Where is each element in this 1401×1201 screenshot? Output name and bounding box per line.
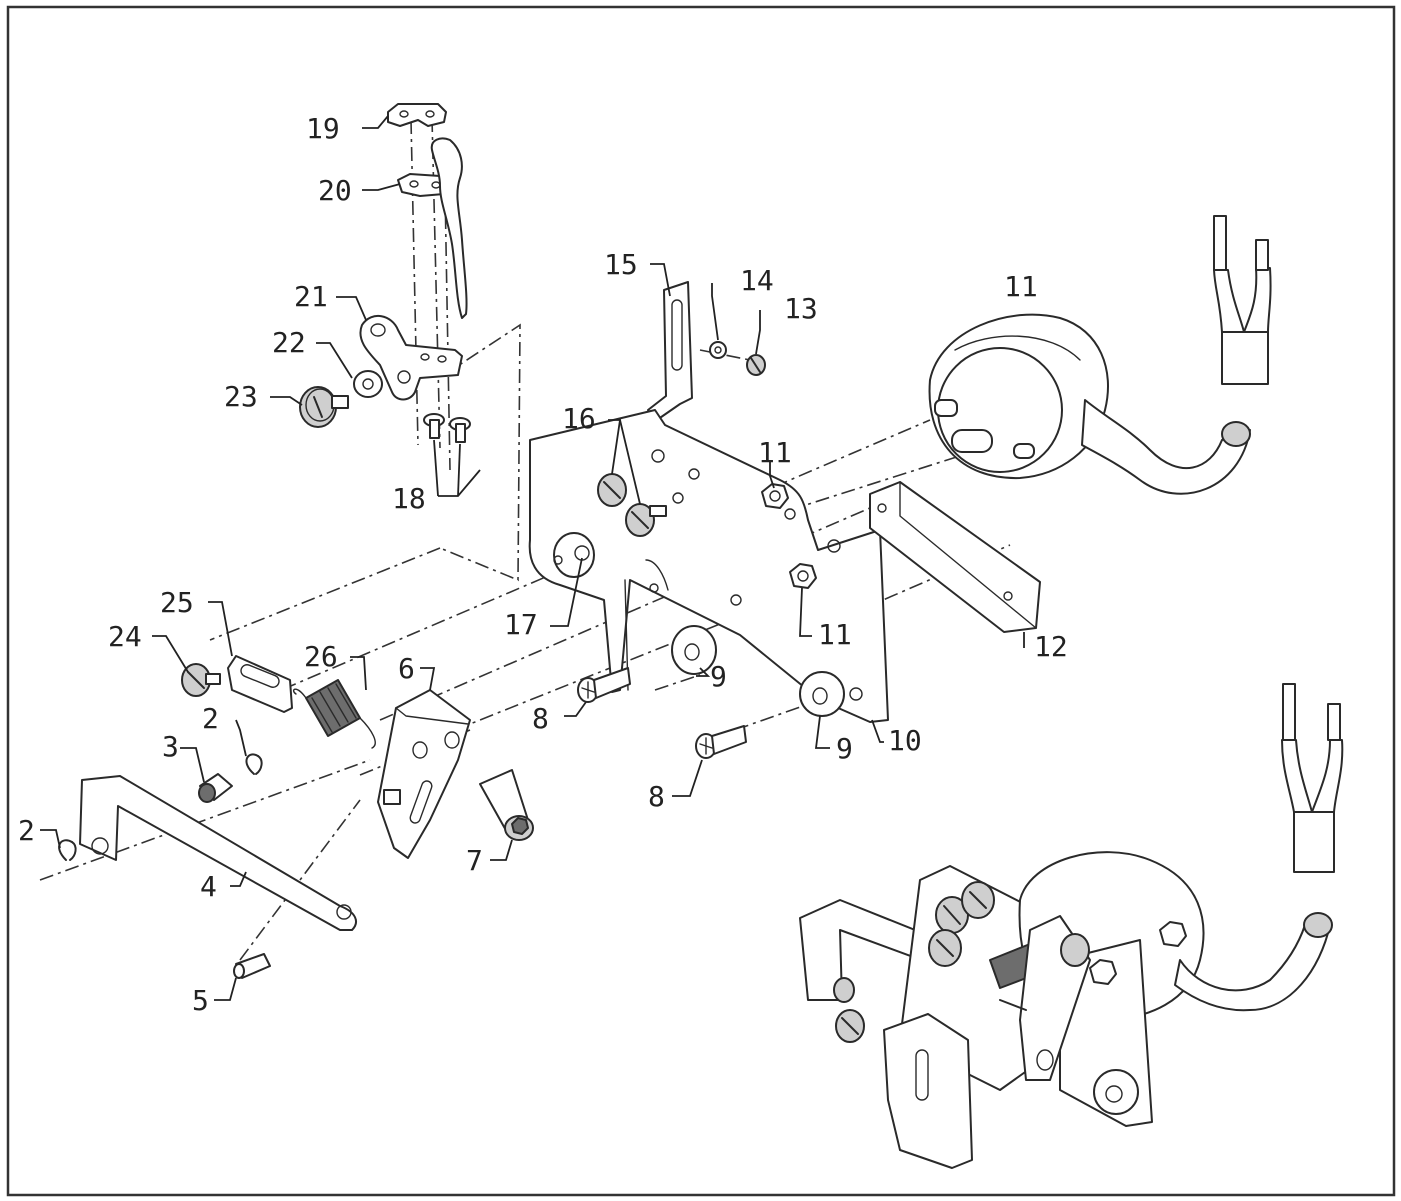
callout-13: 13: [784, 292, 818, 325]
callout-18: 18: [392, 482, 426, 515]
part-9-spacer-upper: [671, 625, 717, 675]
part-3-pin: [198, 773, 233, 803]
part-2-clip-upper: [245, 753, 263, 775]
part-9-spacer-lower: [799, 671, 845, 717]
callout-2-lower: 2: [18, 814, 35, 847]
part-11-nut-lower: [789, 563, 817, 589]
callout-7: 7: [466, 844, 483, 877]
part-11-motor: [928, 313, 1251, 495]
part-22-washer: [353, 370, 383, 398]
part-19-washer-plate: [387, 103, 447, 127]
callout-14: 14: [740, 264, 774, 297]
part-5-pin: [233, 953, 271, 979]
callout-11-nut-upper: 11: [758, 436, 792, 469]
part-11-nut-upper: [761, 483, 789, 509]
callout-26: 26: [304, 640, 338, 673]
part-12-bar: [869, 481, 1041, 633]
callout-8-upper: 8: [532, 702, 549, 735]
leader-lines: [40, 115, 1025, 1001]
callout-19: 19: [306, 112, 340, 145]
part-4-link: [79, 775, 357, 931]
part-23-knob: [299, 386, 349, 428]
callout-17: 17: [504, 608, 538, 641]
part-25-slider: [227, 655, 293, 713]
part-21-bracket: [359, 315, 463, 401]
part-7-bushing: [479, 769, 534, 841]
assembled-view: [799, 851, 1333, 1169]
part-26-spring: [292, 679, 376, 749]
part-24-screw: [181, 663, 221, 697]
part-17-washer: [553, 532, 595, 578]
part-13-screw: [746, 354, 766, 376]
callout-5: 5: [192, 984, 209, 1017]
cable-end-lower: [1281, 683, 1344, 873]
callout-22: 22: [272, 326, 306, 359]
part-14-washer: [709, 341, 727, 359]
callout-9-lower: 9: [836, 732, 853, 765]
callout-6: 6: [398, 652, 415, 685]
cable-end-upper: [1213, 215, 1272, 385]
part-8-screw-lower: [695, 725, 747, 759]
part-18-screws: [423, 413, 471, 443]
callout-16: 16: [562, 402, 596, 435]
callout-23: 23: [224, 380, 258, 413]
callout-2-upper: 2: [202, 702, 219, 735]
callout-20: 20: [318, 174, 352, 207]
part-2-clip-lower: [58, 839, 77, 861]
spring-lever: [430, 137, 468, 319]
part-8-screw-upper: [577, 667, 631, 703]
callout-8-lower: 8: [648, 780, 665, 813]
callout-15: 15: [604, 248, 638, 281]
callout-24: 24: [108, 620, 142, 653]
callout-21: 21: [294, 280, 328, 313]
callout-11-nut-lower: 11: [818, 618, 852, 651]
part-20-plate: [397, 173, 449, 197]
callout-25: 25: [160, 586, 194, 619]
callout-10: 10: [888, 724, 922, 757]
part-15-plate: [647, 281, 693, 423]
callout-11-motor: 11: [1004, 270, 1038, 303]
part-6-lever-block: [377, 689, 471, 859]
diagram-border: [6, 5, 1396, 1197]
callout-4: 4: [200, 870, 217, 903]
callout-labels: 19 20 21 22 23 18 15 14 13 11 16 11 11 1…: [18, 112, 1068, 1017]
part-16-screws: [597, 473, 667, 537]
callout-3: 3: [162, 730, 179, 763]
callout-12: 12: [1034, 630, 1068, 663]
callout-9-upper: 9: [710, 660, 727, 693]
